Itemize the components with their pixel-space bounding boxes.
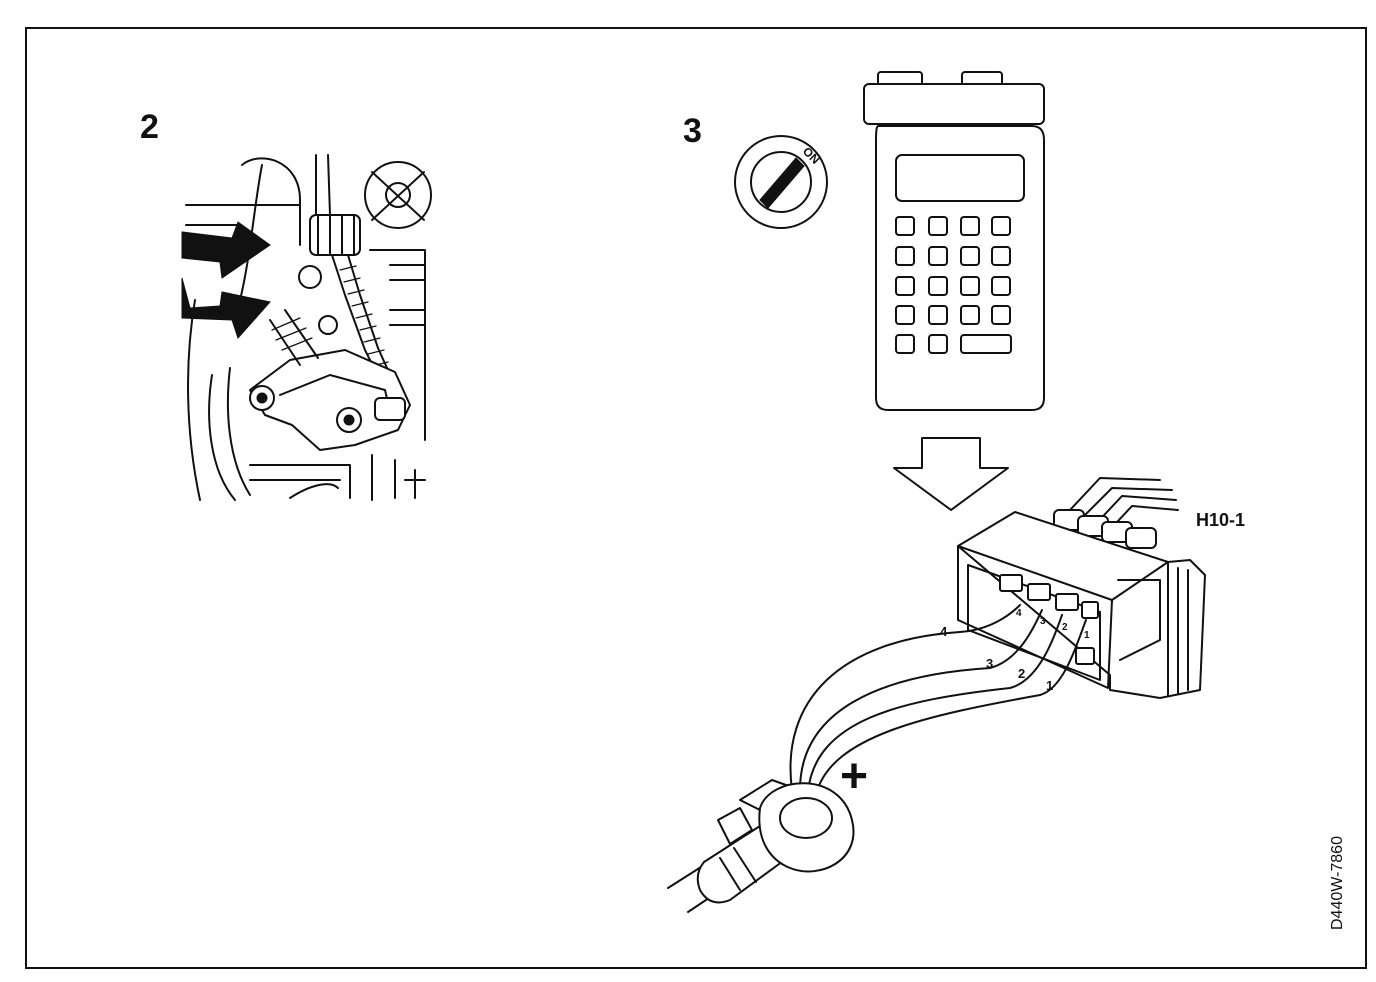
knock-sensor-icon: [667, 779, 855, 913]
figure-frame: [25, 27, 1367, 969]
wire-number: 1: [1046, 678, 1053, 693]
tester-keypad: [895, 216, 1012, 354]
step-number-3: 3: [683, 112, 702, 150]
pin-number: 4: [1016, 608, 1022, 619]
wire-number: 3: [986, 656, 993, 671]
connector-label: H10-1: [1196, 510, 1245, 530]
diagnostic-tester-icon: [863, 71, 1045, 411]
pin-number: 2: [1062, 622, 1068, 633]
polarity-plus: +: [840, 750, 868, 803]
ignition-key-icon: ON: [734, 135, 828, 229]
down-arrow-icon: [893, 437, 1009, 511]
gear-selector-switch-illustration: [181, 154, 432, 501]
wire-number: 4: [940, 624, 948, 639]
connector-h10-1: [957, 477, 1206, 699]
figure-code: D440W-7860: [1329, 836, 1346, 930]
pin-number: 1: [1084, 630, 1090, 641]
test-leads: [789, 604, 1087, 796]
wire-number: 2: [1018, 666, 1025, 681]
step-number-2: 2: [140, 108, 159, 146]
pin-number: 3: [1040, 616, 1046, 627]
